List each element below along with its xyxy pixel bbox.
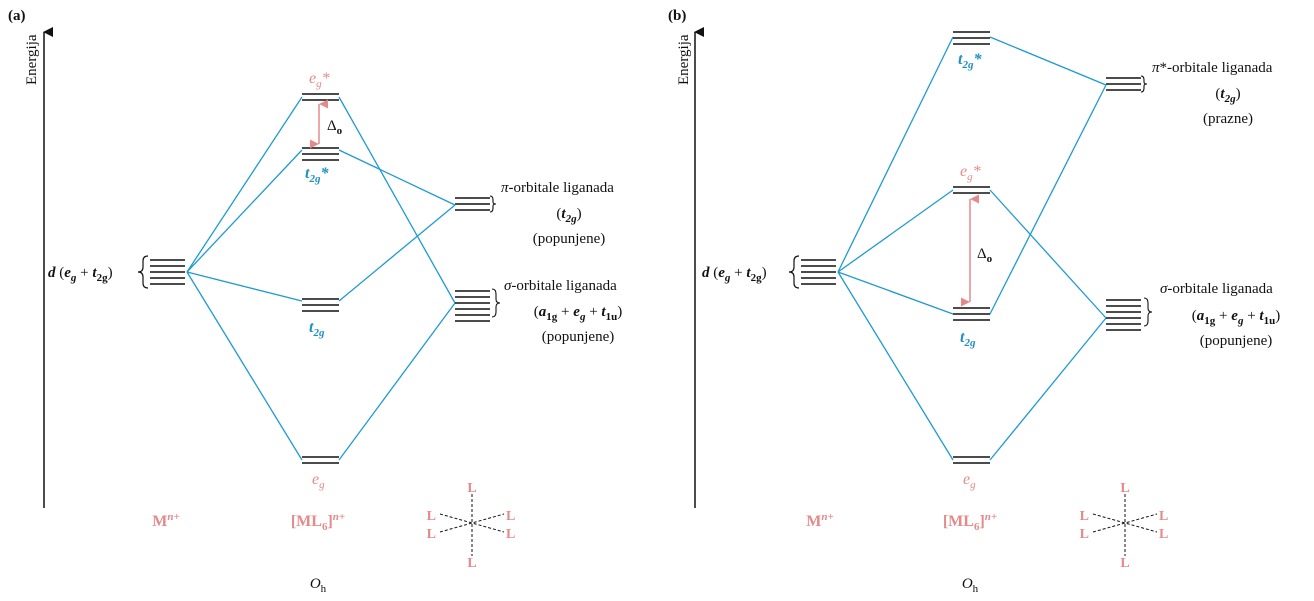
sigma-orbitals-title: σ-orbitale liganada (1160, 281, 1273, 297)
sigma-brace (491, 288, 501, 318)
pi-orbitals-symmetry: (t2g) (1215, 86, 1240, 105)
ligand-pi-levels (455, 197, 490, 211)
connector (837, 189, 954, 273)
sigma-orbitals-symmetry: (a1g + eg + t1u) (1192, 308, 1280, 327)
eg-star-levels (953, 186, 990, 194)
panel-b-tag: (b) (668, 8, 686, 24)
energy-axis-label: Energija (676, 34, 692, 85)
octahedral-complex-sketch: L L L L L L (427, 481, 516, 571)
pi-orbitals-status: (prazne) (1203, 111, 1253, 127)
point-group-label: Oh (962, 576, 979, 595)
eg-levels (302, 456, 339, 464)
metal-d-label: d (eg + t2g) (48, 265, 113, 284)
t2g-star-levels (302, 147, 339, 161)
ligand-L: L (427, 509, 436, 524)
eg-star-label: eg* (309, 70, 330, 90)
connector (338, 96, 456, 304)
energy-axis-label: Energija (24, 34, 40, 85)
connector (989, 84, 1107, 315)
delta-o-label: Δo (977, 246, 993, 265)
sigma-orbitals-status: (popunjene) (542, 329, 614, 345)
connector (338, 149, 456, 206)
metal-brace (137, 255, 149, 289)
sigma-orbitals-status: (popunjene) (1200, 333, 1272, 349)
connector (186, 96, 303, 273)
ligand-L: L (1159, 527, 1168, 542)
delta-o-label: Δo (327, 118, 343, 137)
ligand-sigma-levels (1106, 299, 1141, 331)
pi-orbitals-status: (popunjene) (533, 231, 605, 247)
connector (837, 36, 954, 273)
eg-star-label: eg* (960, 163, 981, 183)
panel-a: (a) Energija d (eg + t2g) (8, 8, 622, 595)
ligand-L: L (467, 481, 476, 496)
connector (989, 317, 1107, 461)
metal-ion-label: Mn+ (806, 511, 834, 530)
pi-orbitals-symmetry: (t2g) (556, 206, 581, 225)
correlation-lines (837, 36, 1107, 461)
t2g-label: t2g (309, 319, 325, 339)
pi-brace (1140, 75, 1148, 93)
eg-levels (953, 456, 990, 464)
ligand-L: L (1080, 509, 1089, 524)
ligand-L: L (467, 556, 476, 571)
connector (186, 271, 303, 302)
connector (837, 271, 954, 461)
panel-b: (b) Energija d (eg + t2g) t2 (668, 8, 1280, 595)
eg-label: eg (312, 471, 325, 491)
t2g-levels (953, 307, 990, 321)
t2g-star-label: t2g* (305, 165, 329, 185)
sigma-orbitals-symmetry: (a1g + eg + t1u) (534, 304, 622, 323)
connector (186, 149, 303, 273)
ligand-sigma-levels (455, 290, 490, 322)
complex-label: [ML6]n+ (291, 511, 345, 533)
connector (989, 189, 1107, 319)
connector (338, 302, 456, 461)
octahedral-complex-sketch: L L L L L L (1080, 481, 1169, 571)
metal-d-label: d (eg + t2g) (702, 265, 767, 284)
connector (338, 204, 456, 302)
point-group-label: Oh (310, 576, 327, 595)
ligand-L: L (506, 527, 515, 542)
ligand-L: L (506, 509, 515, 524)
eg-star-levels (302, 93, 339, 101)
connector (989, 36, 1107, 86)
ligand-pi-star-levels (1106, 77, 1141, 91)
ligand-L: L (1120, 481, 1129, 496)
ligand-L: L (1120, 556, 1129, 571)
t2g-star-levels (953, 31, 990, 45)
ligand-L: L (427, 527, 436, 542)
pi-orbitals-title: π-orbitale liganada (501, 180, 614, 196)
t2g-star-label: t2g* (958, 51, 982, 71)
sigma-orbitals-title: σ-orbitale liganada (504, 278, 617, 294)
pi-brace (489, 195, 497, 213)
t2g-levels (302, 298, 339, 312)
metal-d-levels (801, 259, 836, 285)
connector (186, 271, 303, 461)
eg-label: eg (963, 471, 976, 491)
ligand-L: L (1080, 527, 1089, 542)
t2g-label: t2g (960, 329, 976, 349)
complex-label: [ML6]n+ (943, 511, 997, 533)
ligand-L: L (1159, 509, 1168, 524)
metal-ion-label: Mn+ (152, 511, 180, 530)
pi-orbitals-title: π*-orbitale liganada (1152, 60, 1273, 76)
metal-brace (788, 255, 800, 289)
connector (837, 271, 954, 315)
sigma-brace (1143, 297, 1153, 327)
panel-a-tag: (a) (8, 8, 26, 24)
correlation-lines (186, 96, 456, 461)
metal-d-levels (150, 259, 185, 285)
